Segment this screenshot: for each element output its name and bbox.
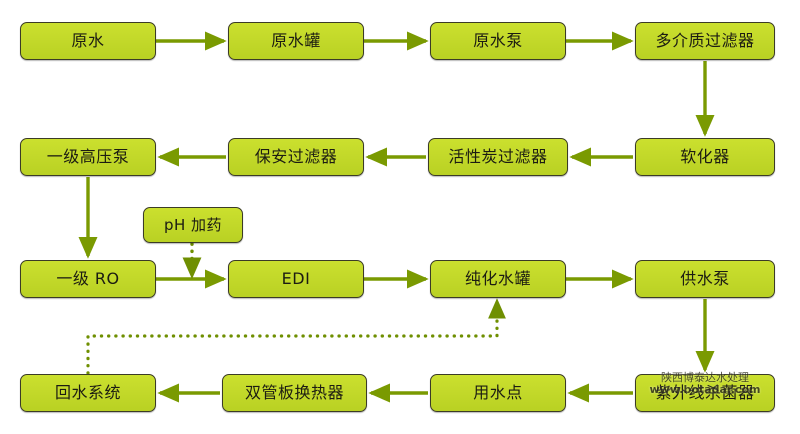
node-label: 用水点 (473, 383, 523, 402)
node-security-filter[interactable]: 保安过滤器 (228, 138, 364, 176)
connector-return-system-to-purified-tank (86, 298, 506, 375)
node-multimedia-filter[interactable]: 多介质过滤器 (635, 22, 775, 60)
node-label: 多介质过滤器 (655, 31, 755, 50)
node-label: 双管板换热器 (244, 383, 344, 402)
node-raw-water-tank[interactable]: 原水罐 (228, 22, 364, 60)
node-label: EDI (281, 269, 311, 288)
node-label: 软化器 (680, 147, 730, 166)
node-heat-exchanger[interactable]: 双管板换热器 (222, 374, 367, 412)
node-label: 供水泵 (680, 269, 730, 288)
node-ro-stage1[interactable]: 一级 RO (20, 260, 156, 298)
node-label: 原水泵 (473, 31, 523, 50)
node-label: 紫外线杀菌器 (655, 383, 755, 402)
node-carbon-filter[interactable]: 活性炭过滤器 (428, 138, 568, 176)
node-label: 纯化水罐 (464, 269, 531, 288)
node-point-of-use[interactable]: 用水点 (430, 374, 566, 412)
node-supply-pump[interactable]: 供水泵 (635, 260, 775, 298)
dotted-connector-return-loop (86, 298, 506, 375)
node-label: 保安过滤器 (254, 147, 338, 166)
node-return-system[interactable]: 回水系统 (20, 374, 156, 412)
node-ph-dosing[interactable]: pH 加药 (143, 207, 243, 243)
node-raw-water[interactable]: 原水 (20, 22, 156, 60)
node-label: 一级 RO (56, 269, 120, 288)
node-label: 一级高压泵 (46, 147, 130, 166)
node-label: pH 加药 (163, 215, 223, 234)
node-edi[interactable]: EDI (228, 260, 364, 298)
node-hp-pump[interactable]: 一级高压泵 (20, 138, 156, 176)
node-label: 原水罐 (271, 31, 321, 50)
node-purified-tank[interactable]: 纯化水罐 (430, 260, 566, 298)
node-label: 原水 (71, 31, 105, 50)
node-label: 回水系统 (54, 383, 121, 402)
node-label: 活性炭过滤器 (448, 147, 548, 166)
node-softener[interactable]: 软化器 (635, 138, 775, 176)
node-raw-water-pump[interactable]: 原水泵 (430, 22, 566, 60)
node-uv-sterilizer[interactable]: 紫外线杀菌器 (635, 374, 775, 412)
